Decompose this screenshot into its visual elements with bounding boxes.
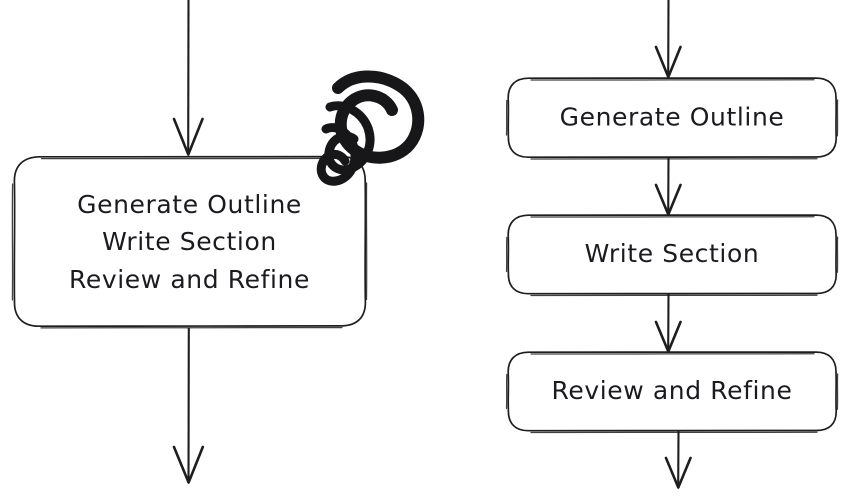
sequential-node-variant: Generate Outline Write Section	[505, 0, 839, 489]
node-write-section[interactable]: Write Section	[505, 214, 839, 297]
merged-node-variant: Generate Outline Write Section Review an…	[11, 0, 425, 484]
connector-in-arrow-left	[172, 0, 204, 156]
node-generate-outline[interactable]: Generate Outline	[505, 77, 839, 160]
node-review-refine[interactable]: Review and Refine	[505, 351, 839, 434]
connector-edge-2-right	[654, 293, 682, 353]
node-merged-label-line-1: Generate Outline	[77, 190, 302, 219]
node-write-section-label: Write Section	[585, 239, 760, 268]
node-generate-outline-label: Generate Outline	[560, 103, 785, 132]
node-review-refine-label: Review and Refine	[552, 376, 793, 405]
node-merged-label-line-3: Review and Refine	[69, 265, 310, 294]
connector-edge-1-right	[654, 157, 682, 216]
connector-out-arrow-right	[664, 430, 692, 489]
connector-out-arrow-left	[172, 327, 205, 484]
node-merged[interactable]: Generate Outline Write Section Review an…	[11, 155, 368, 329]
scribble-annotation	[316, 70, 425, 186]
node-merged-label-line-2: Write Section	[102, 227, 277, 256]
connector-in-arrow-right	[654, 0, 682, 79]
